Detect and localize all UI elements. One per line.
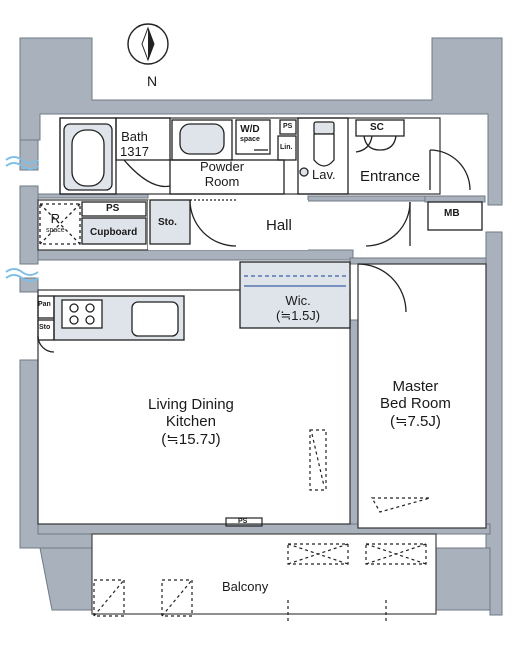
ldk-line2: Kitchen (165, 413, 216, 431)
ldk-line1: Living Dining (148, 396, 234, 413)
compass-icon (127, 23, 169, 65)
cupboard-label: Cupboard (90, 227, 138, 238)
ventilation-icon (5, 156, 39, 282)
room-floors (37, 117, 487, 615)
wic-name: Wic. (285, 293, 311, 308)
mb-label: MB (444, 208, 460, 219)
hall-label: Hall (266, 217, 292, 234)
master-line1: Master (392, 378, 439, 395)
wic-label: Wic. (≒1.5J) (276, 293, 321, 324)
r-space-text: space (46, 226, 65, 234)
wd-space: space (240, 135, 260, 143)
wd-name: W/D (240, 124, 260, 135)
powder-room-line1: Powder (200, 159, 245, 174)
r-space-label: R space (46, 211, 65, 235)
lav-label: Lav. (312, 167, 336, 182)
bath-row (59, 117, 471, 195)
ldk-marks (225, 429, 431, 527)
bath-name: Bath (121, 129, 148, 144)
entrance-label: Entrance (360, 168, 421, 185)
powder-room-label: Powder Room (200, 159, 245, 190)
r-space-r: R (50, 211, 61, 226)
powder-room-line2: Room (204, 173, 240, 189)
ps-top-label: PS (283, 123, 293, 130)
sto-center-label: Sto. (158, 217, 177, 228)
wd-label: W/D space (240, 124, 260, 144)
sto-left-label: Sto (39, 324, 51, 331)
kitchen-counter (37, 295, 185, 353)
sc-label: SC (370, 122, 384, 133)
lin-label: Lin. (280, 144, 293, 151)
master-bedroom-label: Master Bed Room (≒7.5J) (380, 378, 451, 430)
ps-mid-label: PS (106, 203, 120, 214)
ldk-size: (≒15.7J) (161, 430, 221, 448)
bath-label: Bath 1317 (120, 129, 149, 160)
pan-label: Pan (38, 301, 51, 308)
north-label: N (147, 73, 158, 89)
wic-size: (≒1.5J) (276, 307, 321, 323)
balcony-label: Balcony (222, 579, 269, 594)
middle-row (39, 199, 483, 329)
master-line2: Bed Room (380, 395, 451, 413)
ldk-label: Living Dining Kitchen (≒15.7J) (148, 396, 234, 448)
balcony-marks (93, 543, 427, 624)
ps-bottom-label: PS (238, 518, 248, 525)
bath-size: 1317 (120, 143, 149, 159)
master-size: (≒7.5J) (389, 412, 441, 430)
